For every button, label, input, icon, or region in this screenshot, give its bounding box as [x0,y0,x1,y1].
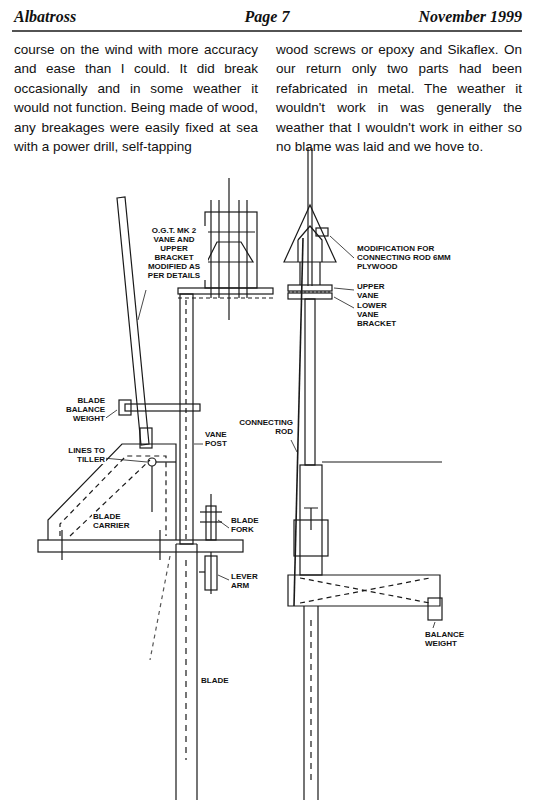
part-label: CONNECTING ROD [232,418,294,436]
vane-end-view [284,205,336,262]
balance-weight [119,400,131,415]
part-label: LOWER VANE BRACKET [356,301,408,328]
side-elevation [38,178,273,800]
tiller-pulley [148,458,156,466]
plywood-modification [316,228,328,236]
part-label: BLADE FORK [230,516,272,534]
part-label: O.G.T. MK 2 VANE AND UPPER BRACKET MODIF… [140,226,208,280]
leader-lines [103,236,435,628]
bracket-plate [178,288,273,294]
running-head: Albatross [14,8,134,26]
part-label: MODIFICATION FOR CONNECTING ROD 6MM PLYW… [356,244,452,271]
part-label: BALANCE WEIGHT [424,630,478,648]
blade [176,544,197,800]
end-post [305,299,315,465]
header-rule [12,30,522,32]
end-blade [304,606,318,800]
end-balance-weight [428,598,442,620]
part-label: BLADE CARRIER [92,512,156,530]
connecting-rod [294,238,303,606]
part-label: LINES TO TILLER [50,446,106,464]
cross-plate [288,575,440,606]
blade-carrier [48,444,176,540]
vane-axis [228,178,229,320]
body-text: course on the wind with more accuracy an… [14,40,258,156]
part-label: BLADE [200,676,242,685]
top-arm [322,461,442,462]
body-text: wood screws or epoxy and Sikaflex. On ou… [276,40,522,156]
upper-vane-bracket [288,285,332,291]
part-label: BLADE BALANCE WEIGHT [46,396,106,423]
vane-post [180,294,193,544]
lower-vane-bracket [288,293,332,299]
part-label: LEVER ARM [230,572,272,590]
page-number: Page 7 [222,8,312,26]
carrier-base [38,540,243,552]
balance-arm [125,404,200,411]
vane-foot [140,428,152,448]
issue-date: November 1999 [400,8,522,26]
upper-bracket [205,212,257,288]
